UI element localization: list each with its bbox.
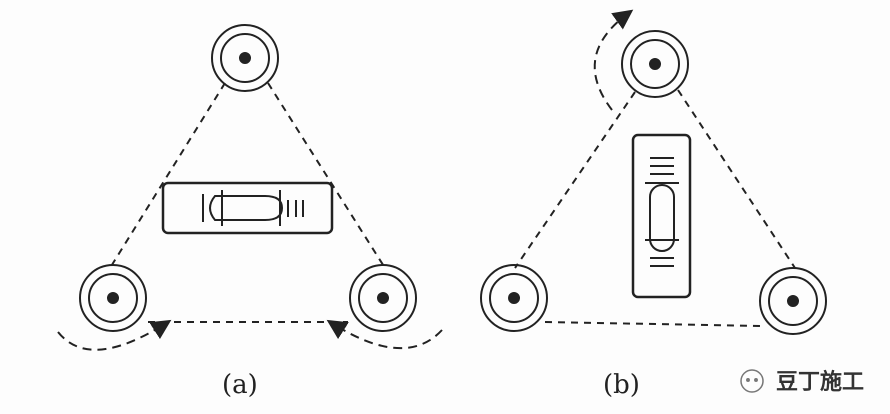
dashed-edge-right bbox=[267, 82, 386, 269]
rotation-arrow-right bbox=[326, 319, 443, 350]
panel-a-label: (a) bbox=[222, 370, 258, 400]
dashed-edge-bottom bbox=[544, 321, 763, 327]
leveling-screw-left bbox=[79, 264, 147, 332]
tube-level-vertical bbox=[631, 133, 692, 299]
dashed-edge-left bbox=[514, 91, 636, 269]
dashed-edge-left bbox=[109, 82, 226, 269]
leveling-screw-top bbox=[211, 24, 279, 92]
panel-a bbox=[57, 24, 443, 351]
rotation-arrow-left bbox=[57, 319, 172, 351]
tube-level-horizontal bbox=[161, 181, 334, 235]
wechat-smile-icon bbox=[740, 369, 764, 393]
leveling-screw-top bbox=[621, 30, 689, 98]
panel-b bbox=[480, 9, 827, 335]
dashed-edge-right bbox=[677, 89, 796, 269]
leveling-screw-right bbox=[349, 264, 417, 332]
leveling-screw-right bbox=[759, 267, 827, 335]
rotation-arrow-top bbox=[593, 9, 634, 111]
leveling-screw-left bbox=[480, 264, 548, 332]
watermark-text: 豆丁施工 bbox=[776, 369, 864, 395]
panel-b-label: (b) bbox=[603, 370, 640, 400]
